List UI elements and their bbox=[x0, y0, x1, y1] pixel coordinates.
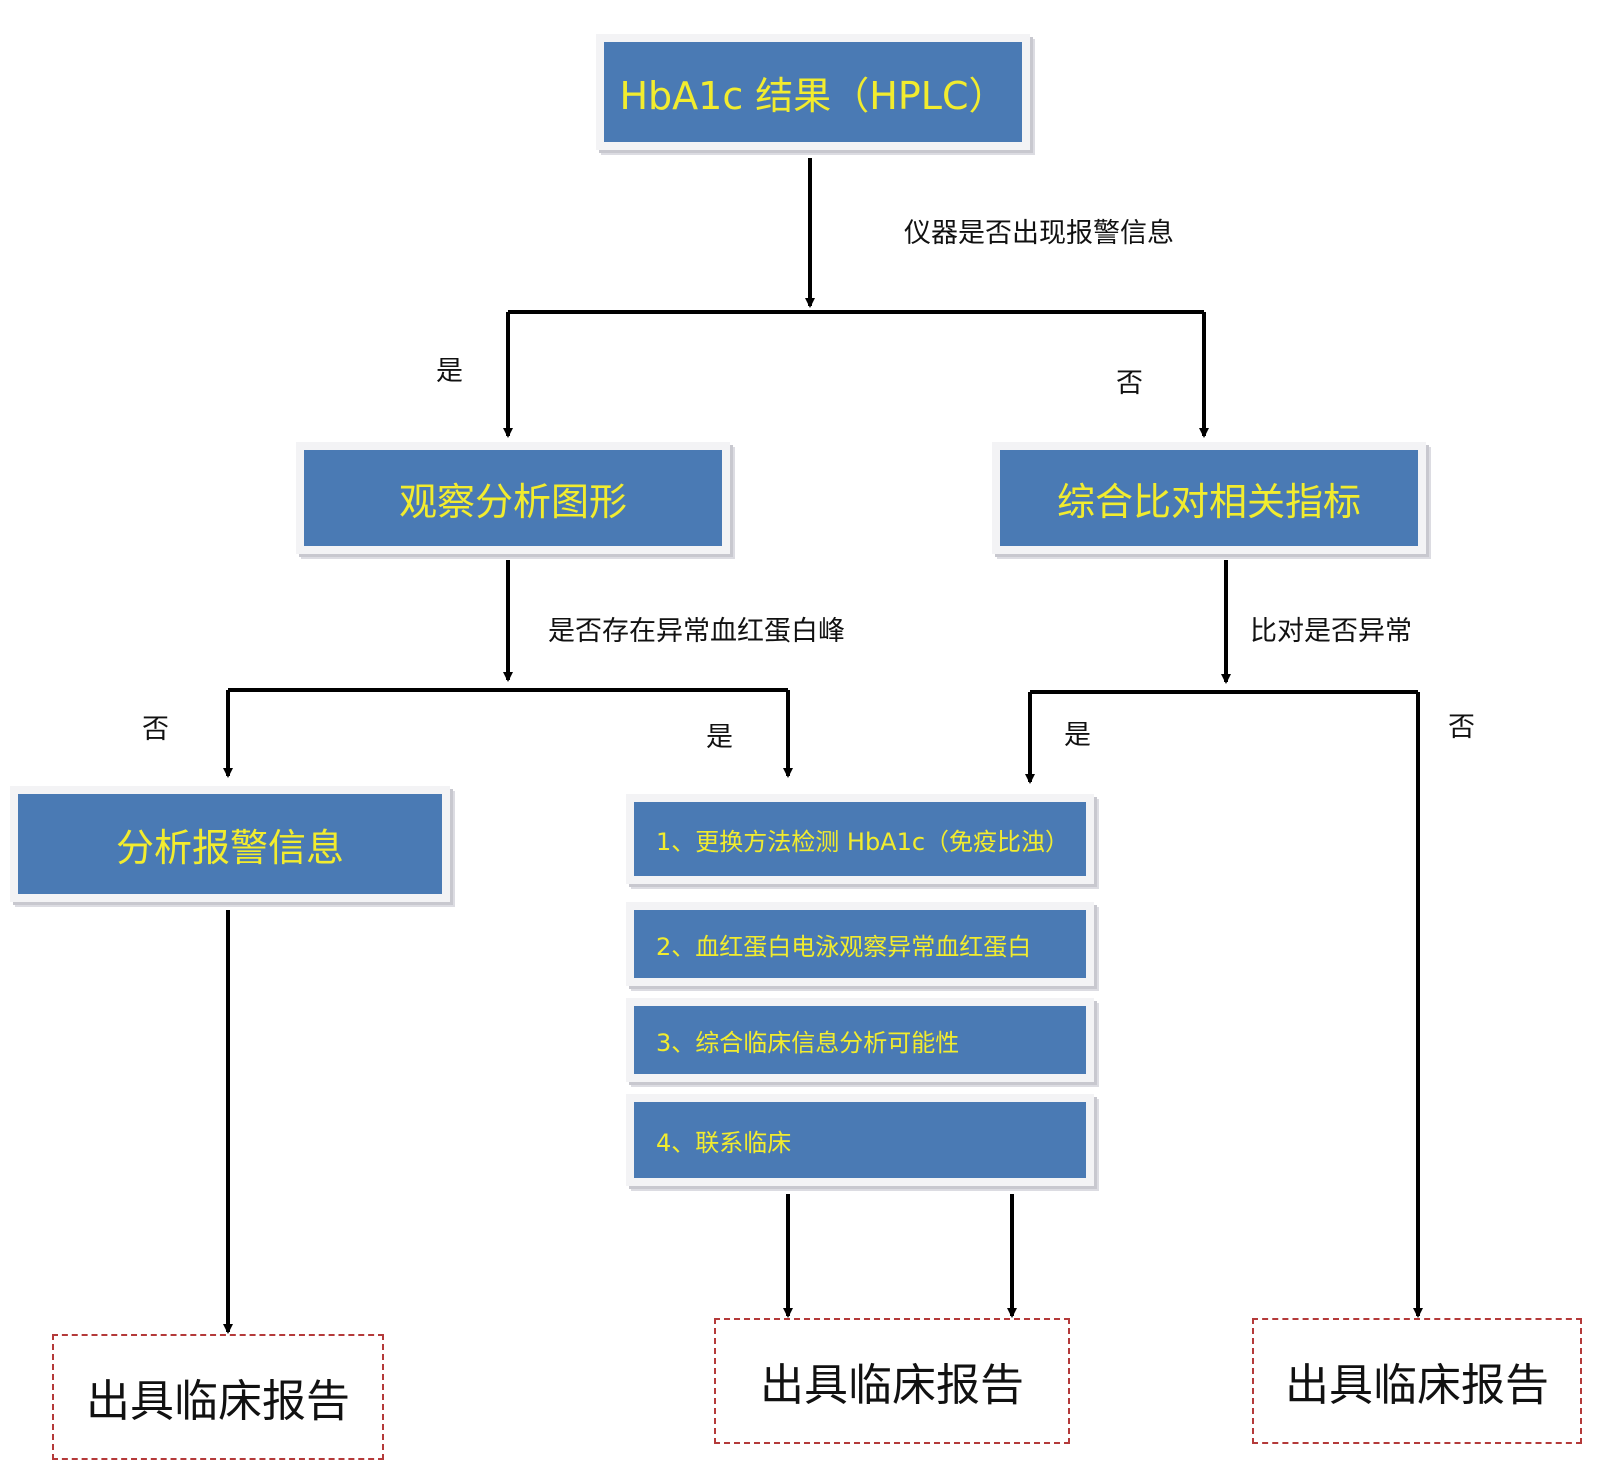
step-label-2: 2、血红蛋白电泳观察异常血红蛋白 bbox=[656, 932, 1032, 961]
step-label-3: 3、综合临床信息分析可能性 bbox=[656, 1028, 960, 1057]
report-box-middle: 出具临床报告 bbox=[714, 1318, 1070, 1444]
step-box-2: 2、血红蛋白电泳观察异常血红蛋白 bbox=[626, 902, 1094, 986]
question-compare-abnormal: 比对是否异常 bbox=[1250, 616, 1412, 647]
step-label-1: 1、更换方法检测 HbA1c（免疫比浊） bbox=[656, 827, 1070, 856]
step-label-4: 4、联系临床 bbox=[656, 1128, 792, 1157]
report-box-left: 出具临床报告 bbox=[52, 1334, 384, 1460]
step-box-4: 4、联系临床 bbox=[626, 1094, 1094, 1186]
question-alarm: 仪器是否出现报警信息 bbox=[904, 218, 1174, 249]
root-box: HbA1c 结果（HPLC） bbox=[596, 34, 1030, 150]
report-box-right: 出具临床报告 bbox=[1252, 1318, 1582, 1444]
report-label-middle: 出具临床报告 bbox=[760, 1360, 1024, 1411]
observe-graph-box: 观察分析图形 bbox=[296, 442, 730, 554]
label-no-2: 否 bbox=[142, 714, 169, 745]
root-label: HbA1c 结果（HPLC） bbox=[619, 73, 1007, 118]
question-abnormal-peak: 是否存在异常血红蛋白峰 bbox=[548, 616, 845, 647]
label-yes-3: 是 bbox=[1064, 720, 1091, 751]
analyze-alarm-box: 分析报警信息 bbox=[10, 786, 450, 902]
label-no-3: 否 bbox=[1448, 712, 1475, 743]
label-yes-1: 是 bbox=[436, 356, 463, 387]
compare-indicators-box: 综合比对相关指标 bbox=[992, 442, 1426, 554]
compare-indicators-label: 综合比对相关指标 bbox=[1056, 479, 1361, 524]
report-label-right: 出具临床报告 bbox=[1285, 1360, 1549, 1411]
step-box-1: 1、更换方法检测 HbA1c（免疫比浊） bbox=[626, 794, 1094, 884]
label-yes-2: 是 bbox=[706, 722, 733, 753]
step-box-3: 3、综合临床信息分析可能性 bbox=[626, 998, 1094, 1082]
report-label-left: 出具临床报告 bbox=[86, 1376, 350, 1427]
observe-graph-label: 观察分析图形 bbox=[398, 479, 627, 524]
label-no-1: 否 bbox=[1116, 368, 1143, 399]
analyze-alarm-label: 分析报警信息 bbox=[115, 825, 344, 870]
